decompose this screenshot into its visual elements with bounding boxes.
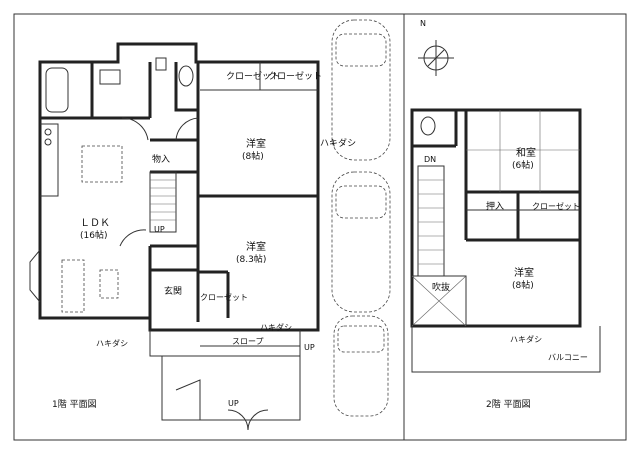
oshiire-label: 押入	[486, 200, 504, 212]
low-table	[99, 269, 119, 299]
slope-area	[149, 330, 301, 357]
stair1-treads	[150, 179, 176, 221]
floor1-plan: クローゼット クローゼット 洋室 (8帖) 物入 ハキダシ ＬＤＫ (16帖) …	[29, 19, 391, 431]
parking-cars	[331, 19, 391, 417]
entrance-label: 玄関	[164, 285, 182, 297]
western1-label: 洋室	[246, 137, 266, 150]
stair1	[149, 171, 177, 233]
western2-size: (8.3帖)	[236, 253, 266, 265]
floor2-inner-walls	[464, 110, 580, 242]
gate-doors	[227, 409, 269, 431]
toilet-walls	[174, 62, 198, 112]
sheet1-border	[13, 13, 405, 441]
ldk-label: ＬＤＫ	[80, 218, 110, 229]
sash-ldk-label: ハキダシ	[96, 338, 128, 348]
balcony-outline	[411, 326, 601, 373]
lower-up-label: UP	[228, 399, 239, 408]
bathtub	[45, 67, 69, 113]
sash-south-label: ハキダシ	[260, 322, 292, 332]
japanese-label: 和室	[516, 146, 536, 159]
atrium-cross	[411, 275, 467, 327]
western1-size: (8帖)	[242, 150, 264, 162]
stair2	[417, 165, 445, 277]
stairs-down-label: DN	[424, 155, 436, 164]
closet-top1-label: クローゼット	[226, 70, 280, 82]
lower-yard	[161, 356, 301, 421]
bay-window	[29, 249, 41, 303]
balcony-label: バルコニー	[548, 353, 588, 362]
slope-up-label: UP	[304, 343, 315, 352]
ldk-size: (16帖)	[80, 229, 107, 241]
slope-label: スロープ	[232, 337, 264, 346]
floor2-plan: N DN 和室 (6帖) 押入 クローゼット 洋室 (	[410, 19, 601, 410]
sheet2-border	[403, 13, 627, 441]
stair2-treads	[418, 179, 444, 265]
closet-top2-label: クローゼット	[268, 70, 322, 82]
door-swing3	[175, 117, 199, 141]
lower-stair	[175, 379, 201, 420]
washer	[155, 57, 167, 71]
floor2-closet-label: クローゼット	[532, 201, 580, 211]
door-swing1	[121, 117, 149, 141]
floor1-outer-wall	[38, 42, 320, 332]
closet-entrance-label: クローゼット	[200, 292, 248, 302]
sash-east-label: ハキダシ	[320, 137, 356, 149]
door-swing2	[119, 229, 147, 247]
floor2-western-size: (8帖)	[512, 279, 534, 291]
sofa	[61, 259, 85, 313]
tatami	[466, 110, 580, 192]
central-walls	[148, 62, 318, 322]
japanese-size: (6帖)	[512, 159, 534, 171]
western2-label: 洋室	[246, 240, 266, 253]
toilet1	[178, 65, 194, 87]
atrium-label: 吹抜	[432, 281, 450, 293]
kitchen-counter	[40, 123, 59, 197]
stairs-up-label: UP	[154, 225, 165, 234]
wet-area-walls	[40, 62, 152, 120]
toilet2-walls	[412, 110, 458, 148]
dining-table	[81, 145, 123, 183]
compass-north: N	[420, 19, 426, 28]
floor1-title: 1階 平面図	[52, 399, 97, 410]
toilet2	[420, 116, 436, 136]
entrance-walls	[150, 268, 230, 318]
floor2-sash-label: ハキダシ	[510, 334, 542, 344]
floor2-western-label: 洋室	[514, 266, 534, 279]
floor2-outer-wall	[410, 108, 582, 328]
floor2-title: 2階 平面図	[486, 399, 531, 410]
compass: N	[418, 19, 454, 76]
washbasin	[99, 69, 121, 85]
storage-label: 物入	[152, 153, 170, 165]
